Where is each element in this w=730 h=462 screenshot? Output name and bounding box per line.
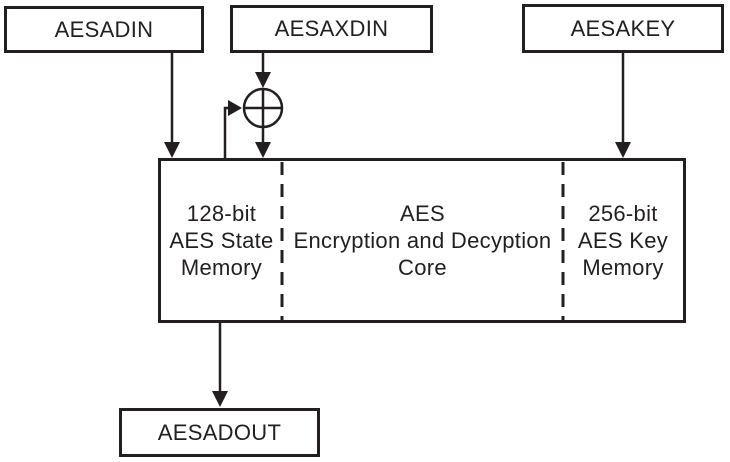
aesakey-box: AESAKEY [522,4,724,53]
aesakey-label: AESAKEY [570,15,676,41]
state-memory-label: 128-bit AES State Memory [169,201,274,280]
key-memory-label: 256-bit AES Key Memory [577,201,669,280]
state-memory-section: 128-bit AES State Memory [161,161,282,320]
aesaxdin-label: AESAXDIN [274,16,389,41]
arrow-core-feedback-to-xor [223,100,242,158]
encryption-core-label: AES Encryption and Decyption Core [293,201,552,280]
aesadout-box: AESADOUT [119,408,320,457]
encryption-core-section: AES Encryption and Decyption Core [282,161,563,320]
key-memory-section: 256-bit AES Key Memory [563,161,683,320]
aesaxdin-box: AESAXDIN [230,5,433,53]
arrow-aesakey-to-core [615,53,631,158]
aesadout-label: AESADOUT [157,419,282,445]
arrow-aesaxdin-to-xor [255,53,271,88]
xor-icon [242,87,284,129]
aesadin-label: AESADIN [54,16,154,42]
arrow-aesadin-to-core [164,53,180,158]
aes-core-box: 128-bit AES State Memory AES Encryption … [158,158,686,323]
arrow-core-to-aesadout [212,323,228,407]
core-section-dividers [280,162,565,320]
arrow-xor-to-core [255,127,271,158]
aesadin-box: AESADIN [4,6,204,53]
